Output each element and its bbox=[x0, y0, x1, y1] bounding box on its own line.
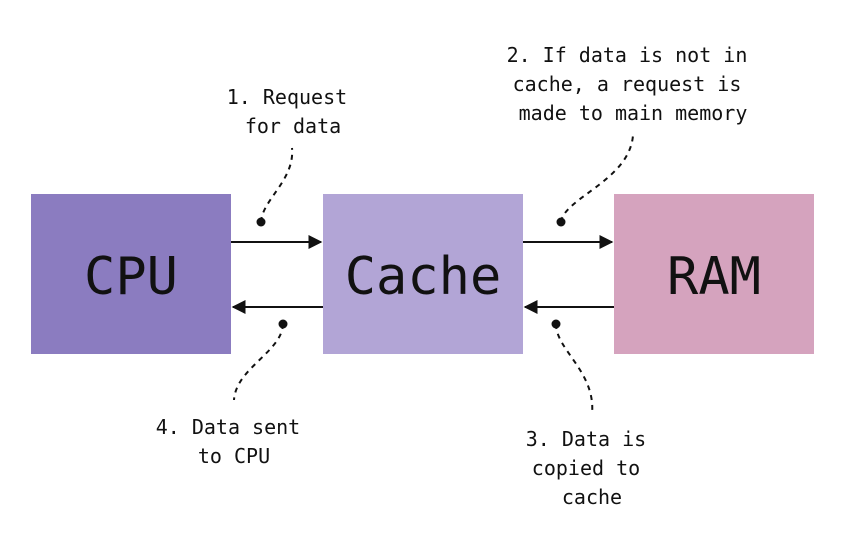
callout-step1 bbox=[256, 147, 294, 227]
leader-step4 bbox=[233, 323, 284, 401]
note-step4: 4. Data sent to CPU bbox=[156, 415, 313, 468]
note-step4-line2: to CPU bbox=[198, 444, 270, 468]
anchor-dot-step1 bbox=[256, 217, 266, 227]
cpu-node: CPU bbox=[31, 194, 231, 354]
note-step3-line2: copied to bbox=[532, 456, 640, 480]
leader-step1 bbox=[260, 147, 294, 223]
cpu-label: CPU bbox=[84, 247, 178, 307]
anchor-dot-step4 bbox=[278, 319, 288, 329]
note-step3-line1: 3. Data is bbox=[526, 427, 646, 451]
leader-step2 bbox=[560, 134, 634, 223]
cache-box bbox=[323, 194, 523, 354]
note-step2-line2: cache, a request is bbox=[513, 72, 742, 96]
callout-step4 bbox=[233, 319, 288, 401]
note-step3: 3. Data is copied to cache bbox=[526, 427, 658, 509]
note-step1: 1. Request for data bbox=[227, 85, 359, 138]
ram-label: RAM bbox=[667, 247, 761, 307]
note-step2-line1: 2. If data is not in bbox=[507, 43, 748, 67]
note-step2-line3: made to main memory bbox=[519, 101, 748, 125]
cache-label: Cache bbox=[345, 247, 502, 307]
note-step1-line1: 1. Request bbox=[227, 85, 347, 109]
cpu-box bbox=[31, 194, 231, 354]
callout-step3 bbox=[551, 319, 594, 415]
note-step1-line2: for data bbox=[245, 114, 341, 138]
anchor-dot-step3 bbox=[551, 319, 561, 329]
note-step4-line1: 4. Data sent bbox=[156, 415, 301, 439]
cache-node: Cache bbox=[323, 194, 523, 354]
callout-step2 bbox=[556, 134, 634, 227]
ram-node: RAM bbox=[614, 194, 814, 354]
note-step3-line3: cache bbox=[562, 485, 622, 509]
anchor-dot-step2 bbox=[556, 217, 566, 227]
leader-step3 bbox=[555, 323, 594, 415]
ram-box bbox=[614, 194, 814, 354]
note-step2: 2. If data is not in cache, a request is… bbox=[507, 43, 760, 125]
